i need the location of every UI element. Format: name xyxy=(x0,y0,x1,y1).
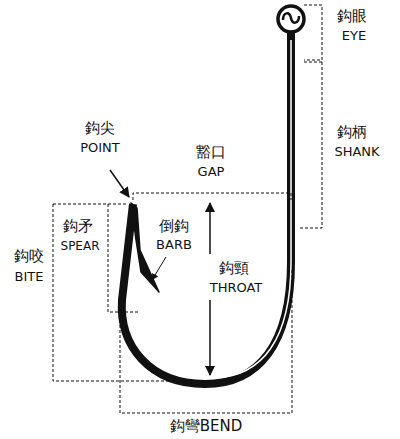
bite-bracket xyxy=(53,204,205,381)
part-label: 鈎頸 xyxy=(218,260,250,277)
part-label: 倒鈎 xyxy=(158,218,190,235)
part-label: SPEAR xyxy=(60,240,101,253)
part-label: GAP xyxy=(197,165,226,179)
part-label: POINT xyxy=(79,141,121,155)
part-label: 鈎咬 xyxy=(13,248,45,265)
hook-highlight xyxy=(215,40,291,378)
throat-arrow xyxy=(209,300,211,375)
part-label: THROAT xyxy=(209,281,264,295)
hook-eye xyxy=(278,6,304,32)
gap-bracket xyxy=(133,193,291,200)
dimension-lines xyxy=(53,5,322,413)
eye-bracket xyxy=(304,5,322,60)
part-label: 鈎眼 xyxy=(336,8,368,25)
eye-loop xyxy=(283,13,299,22)
point-leader xyxy=(110,170,129,197)
part-label: BARB xyxy=(155,238,193,252)
hook-body xyxy=(122,32,291,384)
part-label: 鈎矛 xyxy=(62,218,94,235)
part-label: BITE xyxy=(14,270,45,284)
part-label: 鈎尖 xyxy=(84,120,116,137)
part-label: 鈎柄 xyxy=(336,124,368,141)
part-label: 鈎彎BEND xyxy=(169,418,244,435)
bite-top-line xyxy=(53,204,128,205)
barb-leader xyxy=(152,257,166,280)
shank-bracket xyxy=(298,62,322,228)
spear-bracket xyxy=(108,204,140,312)
part-label: SHANK xyxy=(333,145,380,159)
bend-bracket xyxy=(120,268,292,413)
throat-arrow xyxy=(209,203,211,254)
part-label: 豁口 xyxy=(195,144,227,161)
part-label: EYE xyxy=(341,29,367,43)
